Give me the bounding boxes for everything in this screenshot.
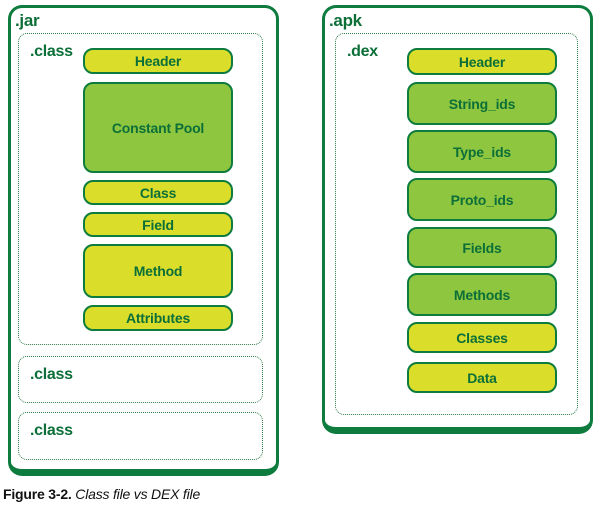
field-box: Field	[83, 212, 233, 237]
string-ids-box: String_ids	[407, 82, 557, 125]
dex-label: .dex	[347, 43, 378, 60]
figure-caption-title: Class file vs DEX file	[71, 486, 201, 502]
methods-box: Methods	[407, 273, 557, 316]
apk-label: .apk	[329, 11, 362, 30]
constant-pool-box: Constant Pool	[83, 82, 233, 173]
fields-box: Fields	[407, 227, 557, 268]
class-label-2: .class	[30, 366, 73, 383]
class-file-box: .class Header Constant Pool Class Field …	[18, 33, 263, 345]
class-file-box-2: .class	[18, 356, 263, 403]
figure-caption-number: Figure 3-2.	[3, 486, 72, 502]
class-label-3: .class	[30, 422, 73, 439]
jar-label: .jar	[15, 11, 40, 30]
apk-container: .apk .dex Header String_ids Type_ids Pro…	[322, 5, 593, 434]
class-label: .class	[30, 43, 73, 60]
data-box: Data	[407, 362, 557, 393]
attributes-box: Attributes	[83, 305, 233, 331]
proto-ids-box: Proto_ids	[407, 178, 557, 221]
classes-box: Classes	[407, 322, 557, 353]
jar-container: .jar .class Header Constant Pool Class F…	[8, 5, 279, 476]
class-section-box: Class	[83, 180, 233, 205]
method-box: Method	[83, 244, 233, 298]
class-file-box-3: .class	[18, 412, 263, 460]
type-ids-box: Type_ids	[407, 130, 557, 173]
figure-caption: Figure 3-2. Class file vs DEX file	[3, 486, 200, 502]
jar-header-box: Header	[83, 48, 233, 74]
dex-header-box: Header	[407, 48, 557, 75]
dex-file-box: .dex Header String_ids Type_ids Proto_id…	[335, 33, 578, 415]
